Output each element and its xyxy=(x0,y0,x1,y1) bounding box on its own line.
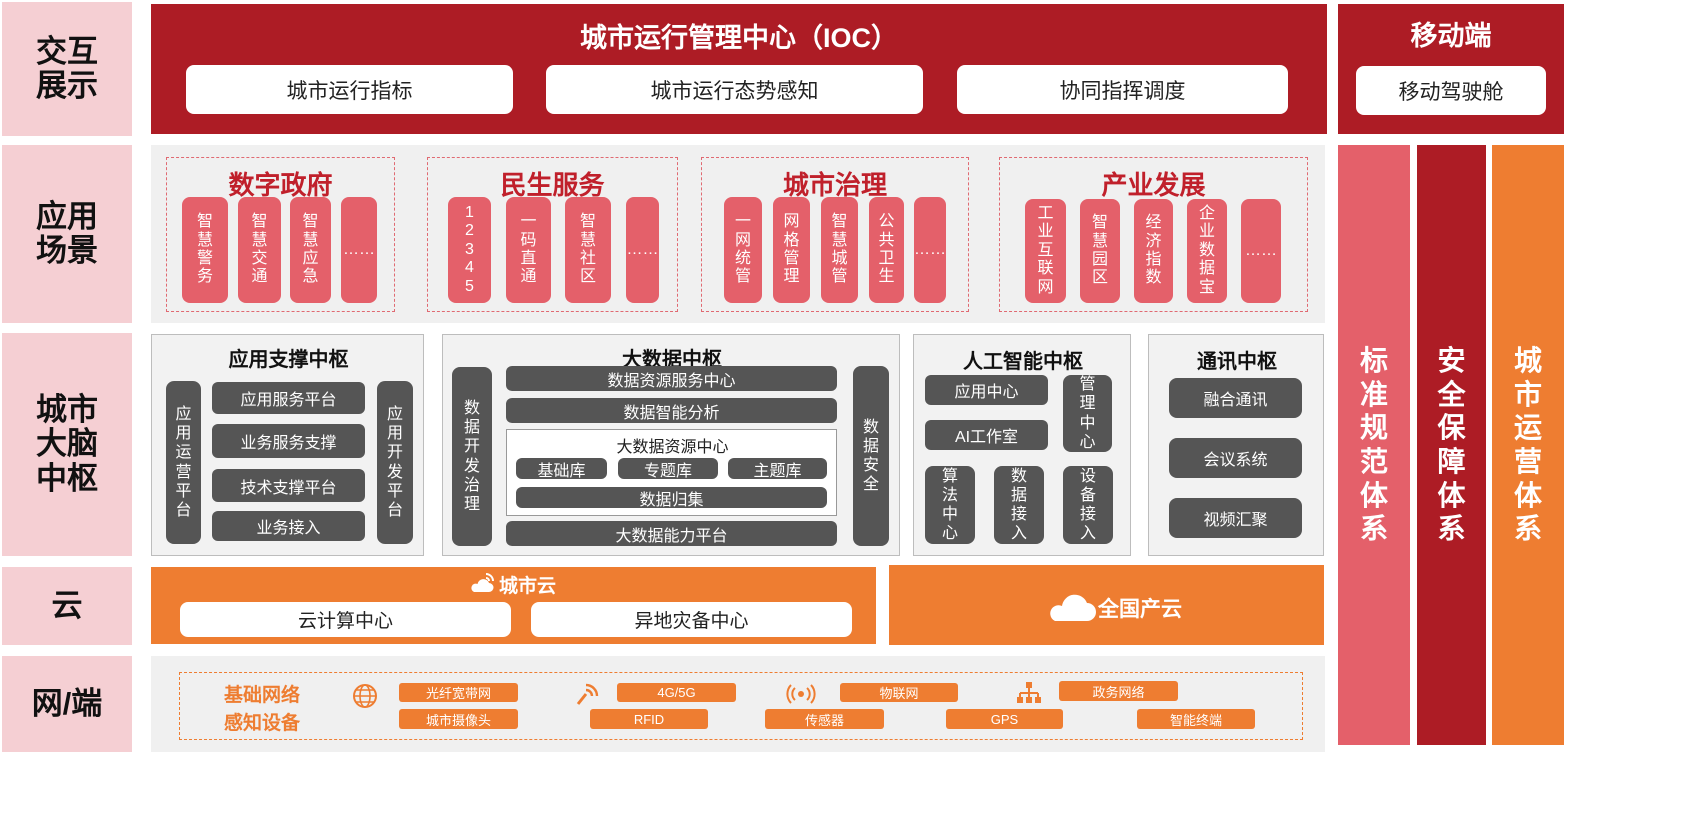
ai-algorithm-center: 算法中心 xyxy=(925,466,975,544)
scenario-item: 企业数据宝 xyxy=(1187,199,1227,303)
scenario-title-gov: 数字政府 xyxy=(228,170,333,200)
ai-studio: AI工作室 xyxy=(925,420,1048,450)
sidebar-security: 安全保障体系 xyxy=(1417,145,1486,745)
scenario-item: 经济指数 xyxy=(1134,199,1173,303)
scenario-group-gov xyxy=(166,157,395,312)
big-data-capability-platform: 大数据能力平台 xyxy=(506,521,837,546)
scenario-item-more: …… xyxy=(626,197,659,303)
row-label-brain: 城市 大脑 中枢 xyxy=(2,333,132,556)
data-security: 数据安全 xyxy=(853,366,889,546)
net-iot: 物联网 xyxy=(840,683,958,702)
data-collection: 数据归集 xyxy=(516,487,827,509)
device-rfid: RFID xyxy=(590,709,708,729)
device-sensor: 传感器 xyxy=(765,709,884,729)
device-gps: GPS xyxy=(946,709,1063,729)
scenario-item-more: …… xyxy=(914,197,946,303)
ai-app-center: 应用中心 xyxy=(925,375,1048,405)
device-camera: 城市摄像头 xyxy=(399,709,518,729)
scenario-item: 12345 xyxy=(448,197,491,303)
network-tree-icon xyxy=(1017,682,1041,703)
scenario-item: 一码直通 xyxy=(506,197,551,303)
app-service-platform: 应用服务平台 xyxy=(212,382,365,414)
scenario-item: 网格管理 xyxy=(773,197,810,303)
tech-support-platform: 技术支撑平台 xyxy=(212,469,365,502)
ai-data-access: 数据接入 xyxy=(994,466,1044,544)
basic-library: 基础库 xyxy=(516,458,607,480)
comm-video: 视频汇聚 xyxy=(1169,498,1302,538)
scenario-item: 智慧警务 xyxy=(182,197,228,303)
app-dev-platform: 应用开发平台 xyxy=(377,381,413,544)
scenario-group-livelihood xyxy=(427,157,678,312)
scenario-item: 工业互联网 xyxy=(1025,199,1066,303)
ioc-panel: 城市运行管理中心（IOC） 城市运行指标 城市运行态势感知 协同指挥调度 xyxy=(151,4,1327,134)
wireless-icon xyxy=(786,684,816,704)
scenario-title-governance: 城市治理 xyxy=(782,170,887,200)
theme-library: 主题库 xyxy=(728,458,827,480)
ioc-item-situation: 城市运行态势感知 xyxy=(546,65,923,114)
scenario-title-livelihood: 民生服务 xyxy=(500,170,605,200)
ai-management-center: 管理中心 xyxy=(1063,375,1112,452)
net-4g5g: 4G/5G xyxy=(617,683,736,702)
net-gov: 政务网络 xyxy=(1059,681,1178,701)
ioc-item-indicators: 城市运行指标 xyxy=(186,65,513,114)
scenario-item: 智慧交通 xyxy=(238,197,281,303)
scenario-group-industry xyxy=(999,157,1308,312)
data-intelligent-analysis: 数据智能分析 xyxy=(506,398,837,423)
ai-title: 人工智能中枢 xyxy=(963,351,1083,373)
comm-title: 通讯中枢 xyxy=(1197,351,1277,373)
business-service-support: 业务服务支撑 xyxy=(212,424,365,458)
network-frame xyxy=(179,672,1303,740)
scenario-group-governance xyxy=(701,157,969,312)
comm-fusion: 融合通讯 xyxy=(1169,378,1302,418)
data-dev-governance: 数据开发治理 xyxy=(452,367,492,546)
sidebar-operations: 城市运营体系 xyxy=(1492,145,1564,745)
device-smart-terminal: 智能终端 xyxy=(1137,709,1255,729)
scenario-item: 智慧社区 xyxy=(565,197,611,303)
resource-center-title: 大数据资源中心 xyxy=(616,439,729,456)
scenario-item-more: …… xyxy=(1241,199,1281,303)
scenario-item: 公共卫生 xyxy=(869,197,904,303)
network-label-sensing: 感知设备 xyxy=(224,713,301,734)
special-library: 专题库 xyxy=(618,458,718,480)
app-support-title: 应用支撑中枢 xyxy=(228,349,349,371)
scenario-item-more: …… xyxy=(341,197,377,303)
mobile-panel: 移动端 移动驾驶舱 xyxy=(1338,4,1564,134)
scenario-item: 智慧园区 xyxy=(1080,199,1120,303)
sidebar-standards: 标准规范体系 xyxy=(1338,145,1410,745)
row-label-cloud: 云 xyxy=(2,567,132,645)
signal-icon xyxy=(576,683,599,705)
data-resource-service-center: 数据资源服务中心 xyxy=(506,366,837,391)
big-data-title: 大数据中枢 xyxy=(622,349,722,371)
city-cloud-panel: 城市云 云计算中心 异地灾备中心 xyxy=(151,567,876,644)
ioc-item-command: 协同指挥调度 xyxy=(957,65,1288,114)
ai-device-access: 设备接入 xyxy=(1063,466,1113,544)
mobile-cockpit: 移动驾驶舱 xyxy=(1356,66,1546,115)
cloud-wifi-icon xyxy=(471,573,494,592)
cloud-icon xyxy=(1050,594,1096,621)
comm-meeting: 会议系统 xyxy=(1169,438,1302,478)
business-access: 业务接入 xyxy=(212,511,365,541)
disaster-recovery-center: 异地灾备中心 xyxy=(531,602,852,637)
network-label-basic: 基础网络 xyxy=(224,685,301,706)
net-fiber: 光纤宽带网 xyxy=(399,683,518,702)
row-label-application: 应用 场景 xyxy=(2,145,132,323)
scenario-item: 智慧应急 xyxy=(290,197,331,303)
scenario-item: 智慧城管 xyxy=(821,197,858,303)
cloud-computing-center: 云计算中心 xyxy=(180,602,511,637)
national-cloud-title: 全国产云 xyxy=(1098,598,1182,621)
ioc-title: 城市运行管理中心（IOC） xyxy=(579,23,898,53)
app-ops-platform: 应用运营平台 xyxy=(166,381,201,544)
scenario-item: 一网统管 xyxy=(724,197,762,303)
row-label-network: 网/端 xyxy=(2,656,132,752)
globe-icon xyxy=(353,684,377,708)
city-cloud-title: 城市云 xyxy=(499,576,557,597)
row-label-interaction: 交互 展示 xyxy=(2,2,132,136)
mobile-title: 移动端 xyxy=(1410,21,1492,51)
scenario-title-industry: 产业发展 xyxy=(1101,170,1206,200)
national-cloud-panel: 全国产云 xyxy=(889,565,1324,645)
